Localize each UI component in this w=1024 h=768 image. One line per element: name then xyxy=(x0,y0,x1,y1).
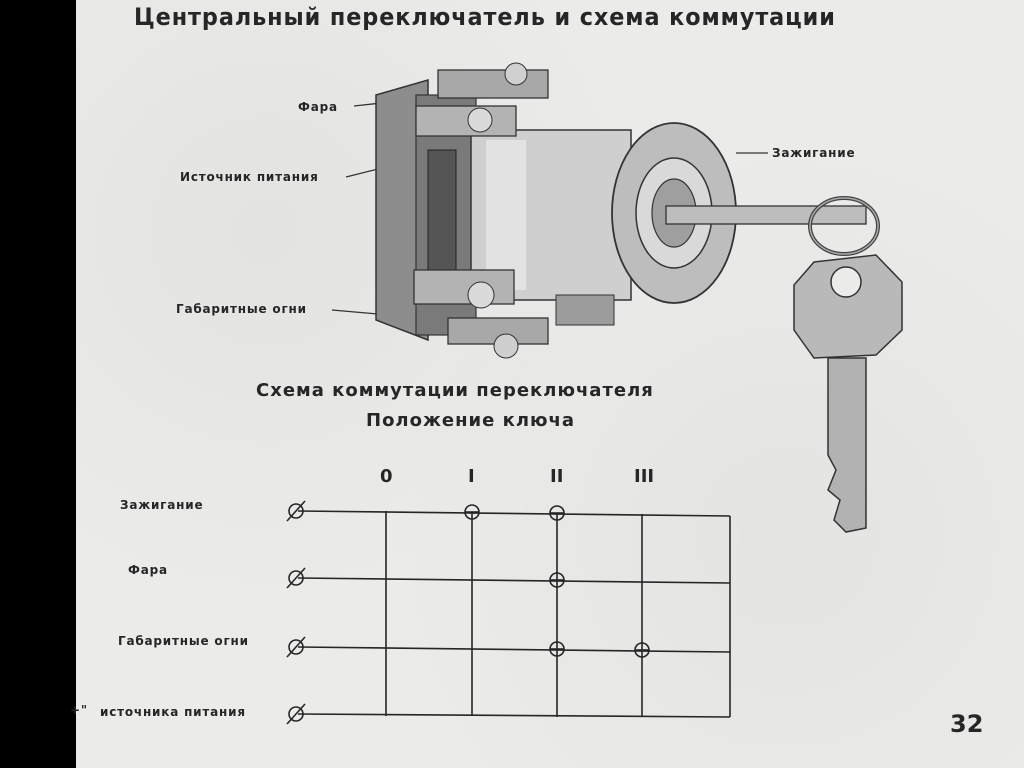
key-illustration xyxy=(665,196,903,533)
row-prefix-power: +" xyxy=(70,703,88,717)
connection-node-ignition-I xyxy=(464,504,480,520)
label-ignition: Зажигание xyxy=(772,146,856,160)
terminal-symbol-side-lights xyxy=(286,636,306,658)
position-label-2: II xyxy=(550,466,564,487)
terminal-sidelights xyxy=(413,269,515,305)
row-label-headlight: Фара xyxy=(128,563,168,577)
page-sheet: Центральный переключатель и схема коммут… xyxy=(70,0,1024,768)
label-headlight: Фара xyxy=(298,100,338,114)
connection-node-sidelights-III xyxy=(634,642,650,658)
terminal-symbol-ignition xyxy=(286,500,306,522)
row-label-ignition: Зажигание xyxy=(120,498,204,512)
connection-node-headlight-II xyxy=(549,572,565,588)
terminal-symbol-power-source xyxy=(286,703,306,725)
row-label-side-lights: Габаритные огни xyxy=(118,634,249,648)
position-label-0: 0 xyxy=(380,466,393,487)
schema-subtitle: Положение ключа xyxy=(366,410,576,431)
main-title: Центральный переключатель и схема коммут… xyxy=(134,3,836,31)
switching-grid xyxy=(286,500,731,725)
grid-row-power-source xyxy=(297,713,731,718)
terminal-power xyxy=(415,105,517,137)
row-label-power-source: источника питания xyxy=(100,705,246,719)
terminal-headlight xyxy=(437,69,549,99)
grid-row-headlight xyxy=(297,577,731,584)
grid-row-ignition xyxy=(297,510,731,517)
label-side-lights: Габаритные огни xyxy=(176,302,307,316)
connection-node-sidelights-II xyxy=(549,641,565,657)
label-power-source: Источник питания xyxy=(180,170,319,184)
switch-illustration xyxy=(331,62,903,533)
terminal-symbol-headlight xyxy=(286,567,306,589)
schema-title: Схема коммутации переключателя xyxy=(256,380,654,401)
page-number: 32 xyxy=(950,710,984,738)
position-label-3: III xyxy=(634,466,655,487)
grid-row-side-lights xyxy=(297,646,731,653)
position-label-1: I xyxy=(468,466,475,487)
connection-node-ignition-II xyxy=(549,505,565,521)
